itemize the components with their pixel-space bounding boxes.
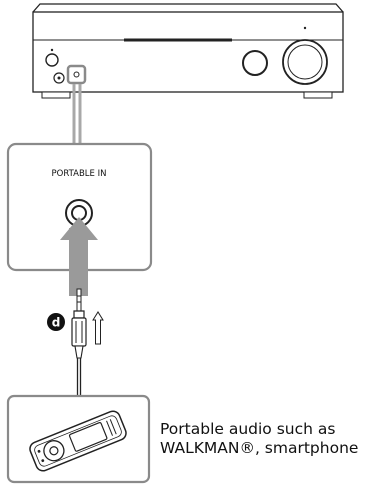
portable-device-panel bbox=[6, 394, 151, 484]
receiver bbox=[32, 3, 344, 99]
device-caption-line-2: WALKMAN®, smartphone bbox=[160, 439, 359, 457]
power-indicator bbox=[50, 48, 54, 52]
cable-marker: d bbox=[47, 313, 65, 331]
insert-arrow-icon bbox=[60, 217, 98, 296]
plug-tip bbox=[76, 288, 82, 312]
portable-in-label: PORTABLE IN bbox=[52, 169, 107, 179]
receiver-foot-left bbox=[41, 91, 71, 99]
plug-strain-relief bbox=[74, 345, 84, 359]
volume-knob-inner-icon bbox=[287, 44, 323, 80]
callout-connector bbox=[72, 84, 82, 144]
plug-collar bbox=[73, 310, 85, 319]
portable-in-jack-small-icon bbox=[73, 71, 80, 78]
power-button-icon bbox=[45, 53, 59, 67]
cable-marker-circle bbox=[47, 313, 65, 331]
stereo-mini-plug bbox=[71, 288, 87, 396]
receiver-indicator-dot bbox=[303, 26, 307, 30]
input-selector-knob-icon bbox=[242, 50, 268, 76]
signal-direction-arrow-icon bbox=[92, 311, 104, 345]
receiver-top-edge bbox=[32, 3, 344, 13]
device-caption: Portable audio such as WALKMAN®, smartph… bbox=[160, 420, 376, 458]
device-caption-line-1: Portable audio such as bbox=[160, 420, 336, 438]
small-jack-dot bbox=[57, 76, 61, 80]
receiver-foot-right bbox=[303, 91, 333, 99]
plug-body bbox=[71, 317, 87, 347]
walkman-device-icon bbox=[29, 410, 127, 472]
cable-marker-letter: d bbox=[52, 316, 61, 330]
